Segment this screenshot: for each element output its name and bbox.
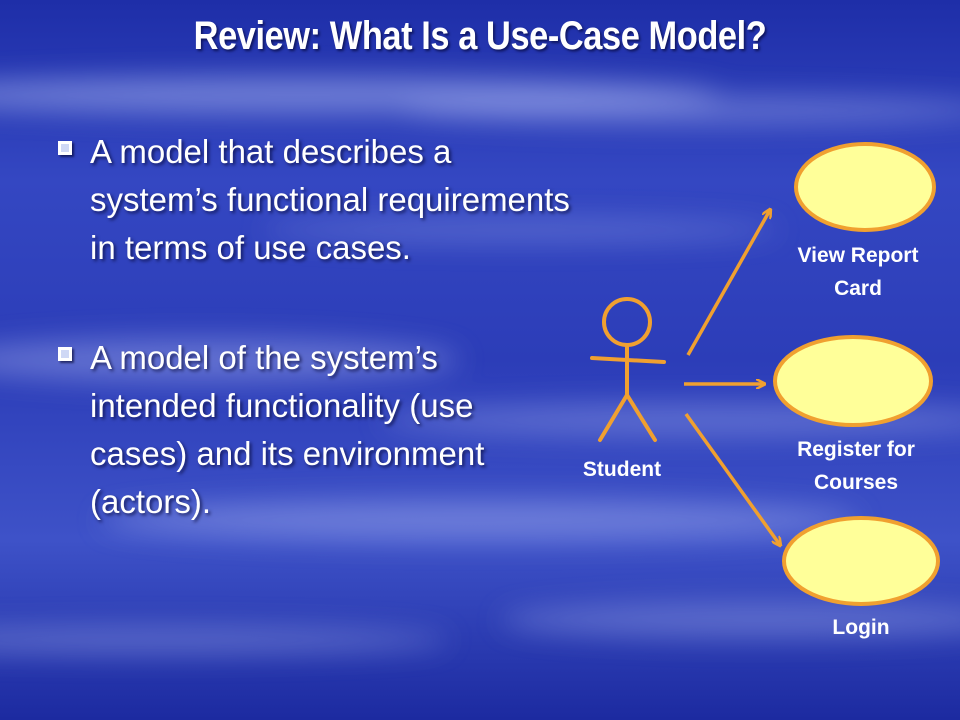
bullet-text: A model of the system’s intended functio… (90, 339, 485, 520)
bullet-item: A model of the system’s intended functio… (52, 334, 572, 526)
bullet-text: A model that describes a system’s functi… (90, 133, 570, 266)
square-bullet-icon (58, 141, 72, 155)
bullet-item: A model that describes a system’s functi… (52, 128, 572, 272)
bullet-list: A model that describes a system’s functi… (52, 128, 572, 526)
square-bullet-icon (58, 347, 72, 361)
slide-title: Review: What Is a Use-Case Model? (193, 14, 767, 58)
